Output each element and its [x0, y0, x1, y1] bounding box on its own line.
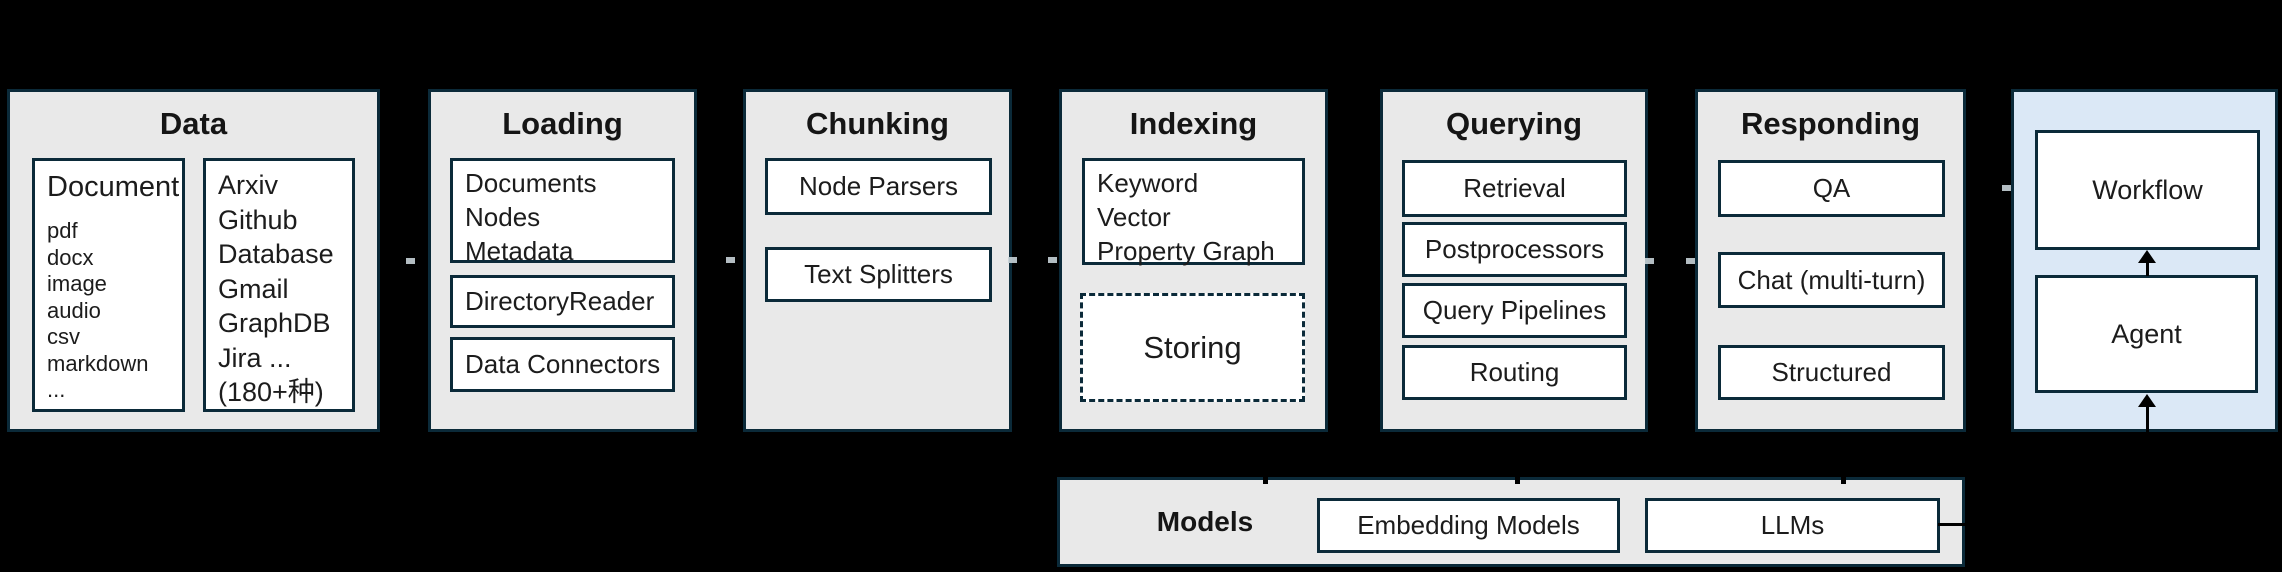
- column-indexing-title: Indexing: [1129, 106, 1258, 141]
- agent-to-workflow-arrow-up-icon: [2138, 250, 2156, 276]
- retrieval-box: Retrieval: [1402, 160, 1627, 217]
- into-agent-arrow-up-icon: [2138, 394, 2156, 436]
- connector-notch: [1841, 471, 1846, 484]
- arrow-remnant-dot: [406, 258, 415, 264]
- workflow-box: Workflow: [2035, 130, 2260, 250]
- llms-to-agent-connector-line: [1938, 523, 1969, 526]
- agent-box: Agent: [2035, 275, 2258, 393]
- connector-notch: [1263, 471, 1268, 484]
- column-loading: Loading Documents Nodes Metadata Directo…: [428, 89, 697, 432]
- column-chunking-title: Chunking: [806, 106, 949, 141]
- column-querying: Querying Retrieval Postprocessors Query …: [1380, 89, 1648, 432]
- column-data: Data Document pdf docx image audio csv m…: [7, 89, 380, 432]
- document-heading: Document: [47, 171, 180, 203]
- directory-reader-box: DirectoryReader: [450, 275, 675, 328]
- data-sources-box: Arxiv Github Database Gmail GraphDB Jira…: [203, 158, 355, 412]
- storing-box: Storing: [1080, 293, 1305, 402]
- qa-box: QA: [1718, 160, 1945, 217]
- column-indexing: Indexing Keyword Vector Property Graph S…: [1059, 89, 1328, 432]
- column-chunking: Chunking Node Parsers Text Splitters: [743, 89, 1012, 432]
- documents-nodes-metadata-box: Documents Nodes Metadata: [450, 158, 675, 266]
- query-pipelines-box: Query Pipelines: [1402, 283, 1627, 338]
- arrow-remnant-dot: [1048, 257, 1057, 263]
- arrow-remnant-dot: [2002, 185, 2011, 191]
- orchestration-panel: Workflow Agent: [2011, 89, 2278, 436]
- index-types-box: Keyword Vector Property Graph: [1082, 158, 1305, 266]
- routing-box: Routing: [1402, 345, 1627, 400]
- column-querying-title: Querying: [1445, 106, 1583, 141]
- data-connectors-box: Data Connectors: [450, 337, 675, 392]
- models-title: Models: [1156, 506, 1254, 537]
- arrow-remnant-dot: [1686, 258, 1695, 264]
- column-data-title: Data: [159, 106, 228, 141]
- models-panel: Models Embedding Models LLMs: [1057, 477, 1965, 567]
- connector-notch: [1515, 471, 1520, 484]
- column-responding: Responding QA Chat (multi-turn) Structur…: [1695, 89, 1966, 432]
- data-sources-list: Arxiv Github Database Gmail GraphDB Jira…: [218, 170, 334, 407]
- embedding-models-box: Embedding Models: [1317, 498, 1620, 553]
- arrow-remnant-dot: [1645, 258, 1654, 264]
- arrow-remnant-dot: [1008, 257, 1017, 263]
- column-responding-title: Responding: [1740, 106, 1921, 141]
- document-box: Document pdf docx image audio csv markdo…: [32, 158, 185, 412]
- postprocessors-box: Postprocessors: [1402, 222, 1627, 277]
- document-format-list: pdf docx image audio csv markdown ...: [47, 218, 149, 402]
- arrow-remnant-dot: [726, 257, 735, 263]
- column-loading-title: Loading: [502, 106, 623, 141]
- chat-multi-turn-box: Chat (multi-turn): [1718, 252, 1945, 308]
- structured-box: Structured: [1718, 345, 1945, 400]
- llms-box: LLMs: [1645, 498, 1940, 553]
- text-splitters-box: Text Splitters: [765, 247, 992, 302]
- node-parsers-box: Node Parsers: [765, 158, 992, 215]
